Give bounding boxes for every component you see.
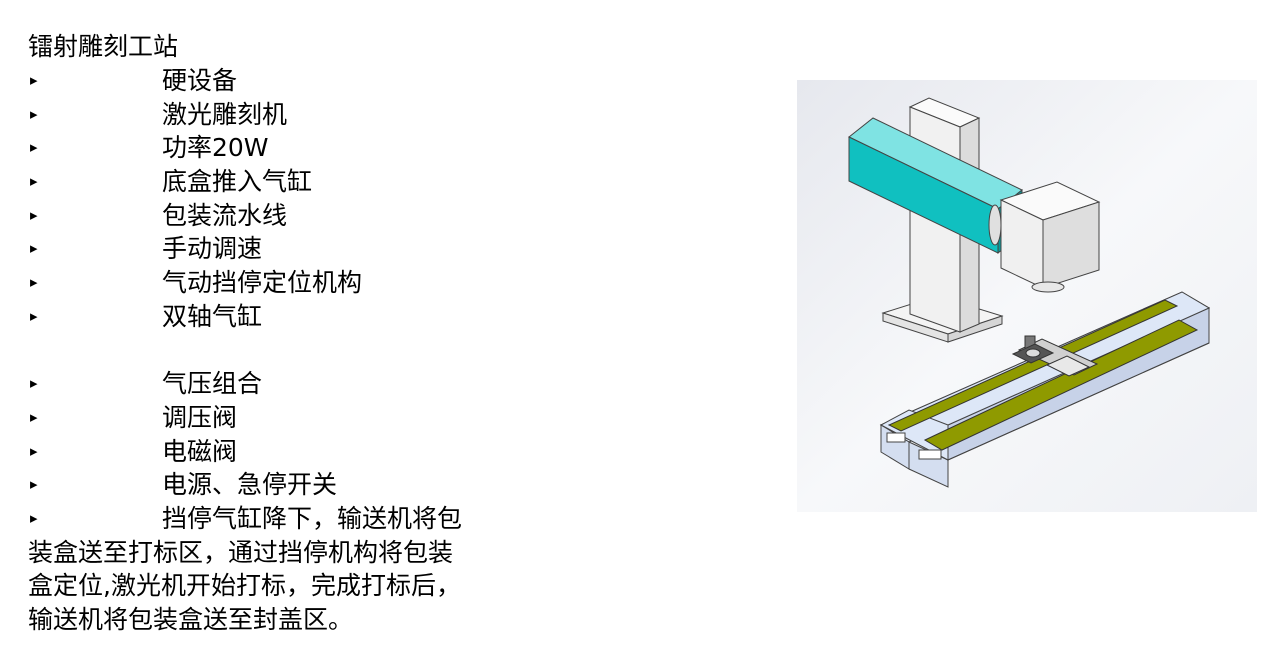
list-item-text: 气动挡停定位机构 xyxy=(162,268,363,298)
list-item: ▸ 气动挡停定位机构 xyxy=(28,266,528,300)
list-item: ▸ 电源、急停开关 xyxy=(28,468,528,502)
bullet-icon: ▸ xyxy=(30,104,38,123)
conveyor-belt-left xyxy=(887,299,1179,432)
bullet-icon: ▸ xyxy=(30,407,38,426)
list-item-text: 硬设备 xyxy=(162,66,238,95)
list-item-text: 底盒推入气缸 xyxy=(162,167,313,197)
bullet-icon: ▸ xyxy=(30,475,38,494)
list-item-text: 激光雕刻机 xyxy=(162,99,288,129)
process-text-line4: 输送机将包装盒送至封盖区。 xyxy=(28,605,354,634)
bullet-icon: ▸ xyxy=(30,172,38,191)
laser-station-drawing xyxy=(797,80,1257,512)
list-item-text: 电源、急停开关 xyxy=(162,470,338,500)
bullet-icon: ▸ xyxy=(30,205,38,224)
process-item: ▸ 挡停气缸降下，输送机将包 xyxy=(28,502,528,536)
list-item: ▸ 功率20W xyxy=(28,131,528,165)
list-item: ▸ 包装流水线 xyxy=(28,199,528,233)
list-item: ▸ 双轴气缸 xyxy=(28,300,528,334)
list-item-text: 调压阀 xyxy=(162,402,238,432)
list-item: ▸ 激光雕刻机 xyxy=(28,98,528,132)
bullet-icon: ▸ xyxy=(30,508,38,527)
list-item-text: 电磁阀 xyxy=(162,436,238,466)
bullet-icon: ▸ xyxy=(30,138,38,157)
list-item-text: 功率20W xyxy=(162,133,269,163)
laser-station-figure xyxy=(797,80,1257,512)
list-item-text: 双轴气缸 xyxy=(162,301,263,331)
conveyor-belt-right xyxy=(923,319,1199,451)
bullet-icon: ▸ xyxy=(30,441,38,460)
list-item: ▸ 电磁阀 xyxy=(28,435,528,469)
list-item-text: 气压组合 xyxy=(162,369,263,399)
process-line: 装盒送至打标区，通过挡停机构将包装 xyxy=(28,536,528,570)
list-item-text: 手动调速 xyxy=(162,234,263,264)
process-text-line3: 盒定位,激光机开始打标，完成打标后， xyxy=(28,571,461,601)
stopper-mechanism xyxy=(1011,335,1099,377)
list-item-text: 包装流水线 xyxy=(162,200,288,230)
conveyor-end-slots xyxy=(886,432,942,460)
process-text-line2: 装盒送至打标区，通过挡停机构将包装 xyxy=(28,537,454,567)
process-text-line1: 挡停气缸降下，输送机将包 xyxy=(162,503,463,533)
bullet-icon: ▸ xyxy=(30,239,38,258)
list-item: ▸ 硬设备 xyxy=(28,64,528,98)
list-item: ▸ 底盒推入气缸 xyxy=(28,165,528,199)
bullet-icon: ▸ xyxy=(30,71,38,89)
slide-title: 镭射雕刻工站 xyxy=(28,32,179,61)
process-line: 盒定位,激光机开始打标，完成打标后， xyxy=(28,569,528,603)
process-line: 输送机将包装盒送至封盖区。 xyxy=(28,603,528,637)
bullet-icon: ▸ xyxy=(30,306,38,325)
list-item: ▸ 气压组合 xyxy=(28,367,528,401)
text-block: 镭射雕刻工站 ▸ 硬设备 ▸ 激光雕刻机 ▸ 功率20W ▸ 底盒推入气缸 ▸ 包装流水线… xyxy=(28,30,528,637)
bullet-icon: ▸ xyxy=(30,273,38,292)
blank-line xyxy=(28,334,528,368)
bullet-icon: ▸ xyxy=(30,374,38,393)
list-item: ▸ 调压阀 xyxy=(28,401,528,435)
laser-head xyxy=(988,181,1101,293)
list-item: ▸ 手动调速 xyxy=(28,232,528,266)
